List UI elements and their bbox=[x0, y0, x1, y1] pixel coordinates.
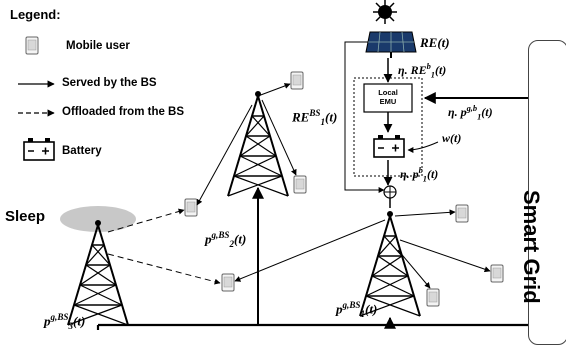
local-emu-box bbox=[363, 83, 413, 113]
mobile-user-icon bbox=[184, 198, 198, 217]
mobile-user-icon bbox=[290, 71, 304, 90]
local-emu-label: Local EMU bbox=[363, 88, 413, 106]
mobile-user-icon bbox=[455, 204, 469, 223]
re-t-label: RE(t) bbox=[420, 35, 450, 50]
eta-re-label: η. REb1(t) bbox=[398, 62, 447, 80]
mobile-user-icon bbox=[293, 175, 307, 194]
p3-label: pg,BS3(t) bbox=[44, 312, 86, 331]
sleep-label: Sleep bbox=[5, 208, 46, 225]
local-emu-line1: Local bbox=[378, 88, 398, 97]
served-link bbox=[394, 209, 456, 217]
legend-battery-icon bbox=[23, 137, 55, 161]
p2-label: pg,BS2(t) bbox=[205, 230, 247, 249]
smart-grid-label: Smart Grid bbox=[519, 190, 544, 304]
w-t-label: w(t) bbox=[442, 131, 462, 145]
bs2-tower-icon bbox=[227, 90, 289, 197]
served-link bbox=[234, 219, 386, 282]
served-link bbox=[257, 83, 291, 97]
mobile-user-icon bbox=[490, 264, 504, 283]
sleep-ellipse bbox=[60, 206, 136, 232]
legend-served-label: Served by the BS bbox=[62, 77, 157, 89]
mobile-user-icon bbox=[221, 273, 235, 292]
served-link bbox=[399, 239, 491, 273]
w-arrow bbox=[407, 141, 439, 153]
solar-to-bs-line bbox=[344, 41, 385, 193]
p1-label: pg,BS1(t) bbox=[336, 300, 378, 319]
re-bs-label: REBS1(t) bbox=[292, 108, 338, 127]
eta-p-grid-label: η. pg,b1(t) bbox=[448, 104, 493, 122]
served-link bbox=[397, 249, 431, 289]
served-link bbox=[196, 104, 253, 206]
emu-battery-icon bbox=[373, 134, 405, 158]
legend-offloaded-label: Offloaded from the BS bbox=[62, 106, 185, 118]
local-emu-line2: EMU bbox=[379, 97, 397, 106]
mobile-user-icon bbox=[426, 288, 440, 307]
eta-pb-label: η. pb1(t) bbox=[400, 166, 439, 184]
solar-panel-icon bbox=[365, 31, 417, 58]
bs3-tower-icon bbox=[67, 219, 129, 326]
offloaded-link bbox=[107, 253, 221, 285]
sun-icon bbox=[373, 0, 397, 24]
legend-battery-label: Battery bbox=[62, 145, 102, 157]
legend-mobile-user-icon bbox=[25, 36, 39, 55]
served-link bbox=[261, 99, 297, 176]
smart-grid-panel bbox=[528, 40, 566, 345]
offloaded-link bbox=[107, 208, 185, 233]
legend-mobile-user-label: Mobile user bbox=[66, 40, 130, 52]
legend-title: Legend: bbox=[10, 7, 61, 22]
